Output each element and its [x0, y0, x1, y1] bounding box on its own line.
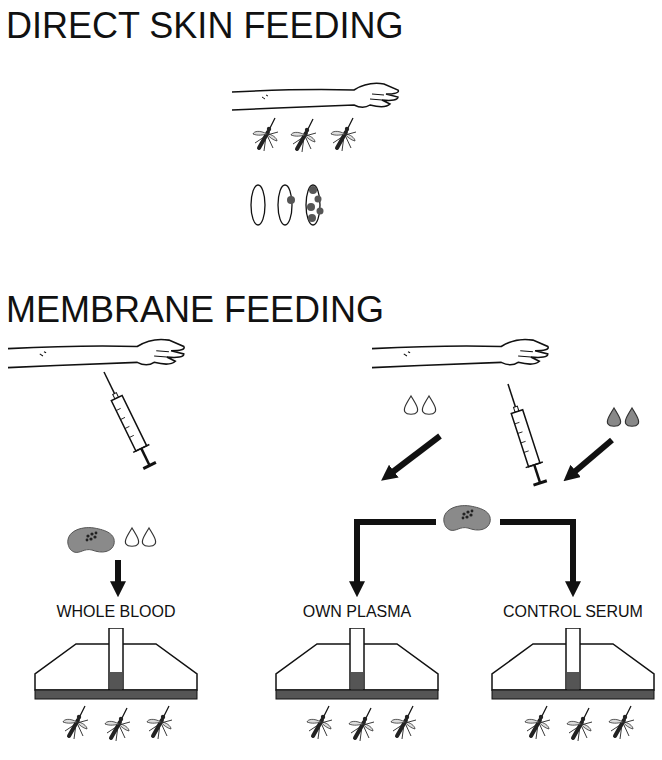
control-serum-drop	[625, 408, 638, 426]
mosquito	[291, 119, 316, 152]
arm	[232, 83, 398, 110]
feeding-membrane	[276, 690, 438, 699]
section-heading: DIRECT SKIN FEEDING	[6, 6, 403, 46]
feeder-tube	[566, 628, 580, 690]
arrow	[500, 522, 573, 586]
plasma-drop	[422, 396, 435, 414]
feeder-outline	[488, 628, 658, 708]
mosquito	[567, 708, 592, 741]
arrow	[572, 440, 612, 474]
tube-blood	[351, 672, 363, 690]
arm	[8, 339, 184, 367]
mosquito	[105, 708, 130, 741]
mosquito	[609, 706, 634, 739]
control-serum-drop	[607, 408, 620, 426]
feeder-label: WHOLE BLOOD	[31, 602, 201, 622]
feeding-membrane	[492, 690, 654, 699]
mosquito	[331, 118, 356, 151]
blood-cells	[444, 506, 490, 531]
feeder-label: CONTROL SERUM	[488, 602, 658, 622]
blood-cells	[68, 528, 114, 553]
arrow	[115, 560, 121, 586]
mosquito	[391, 706, 416, 739]
membrane-feeder: OWN PLASMA	[272, 602, 442, 708]
arrow	[390, 436, 440, 474]
plasma-drop	[142, 528, 155, 546]
arrow	[357, 522, 436, 586]
plasma-drop	[404, 396, 417, 414]
mosquito	[63, 706, 88, 739]
mosquito	[307, 706, 332, 739]
feeder-outline	[272, 628, 442, 708]
membrane-feeder: WHOLE BLOOD	[31, 602, 201, 708]
feeder-outline	[31, 628, 201, 708]
plasma-drop	[125, 528, 138, 546]
mosquito	[349, 708, 374, 741]
feeder-tube	[109, 628, 123, 690]
syringe	[96, 368, 158, 469]
section-heading: MEMBRANE FEEDING	[6, 290, 384, 330]
feeding-membrane	[35, 690, 197, 699]
feeder-label: OWN PLASMA	[272, 602, 442, 622]
tube-blood	[110, 672, 122, 690]
arm	[372, 339, 548, 367]
mosquito	[525, 706, 550, 739]
tube-blood	[567, 672, 579, 690]
oocysts	[287, 186, 324, 222]
mosquito	[147, 706, 172, 739]
syringe	[499, 381, 548, 485]
membrane-feeder: CONTROL SERUM	[488, 602, 658, 708]
mosquito	[253, 118, 278, 151]
feeder-tube	[350, 628, 364, 690]
midgut-ovals	[251, 185, 320, 225]
